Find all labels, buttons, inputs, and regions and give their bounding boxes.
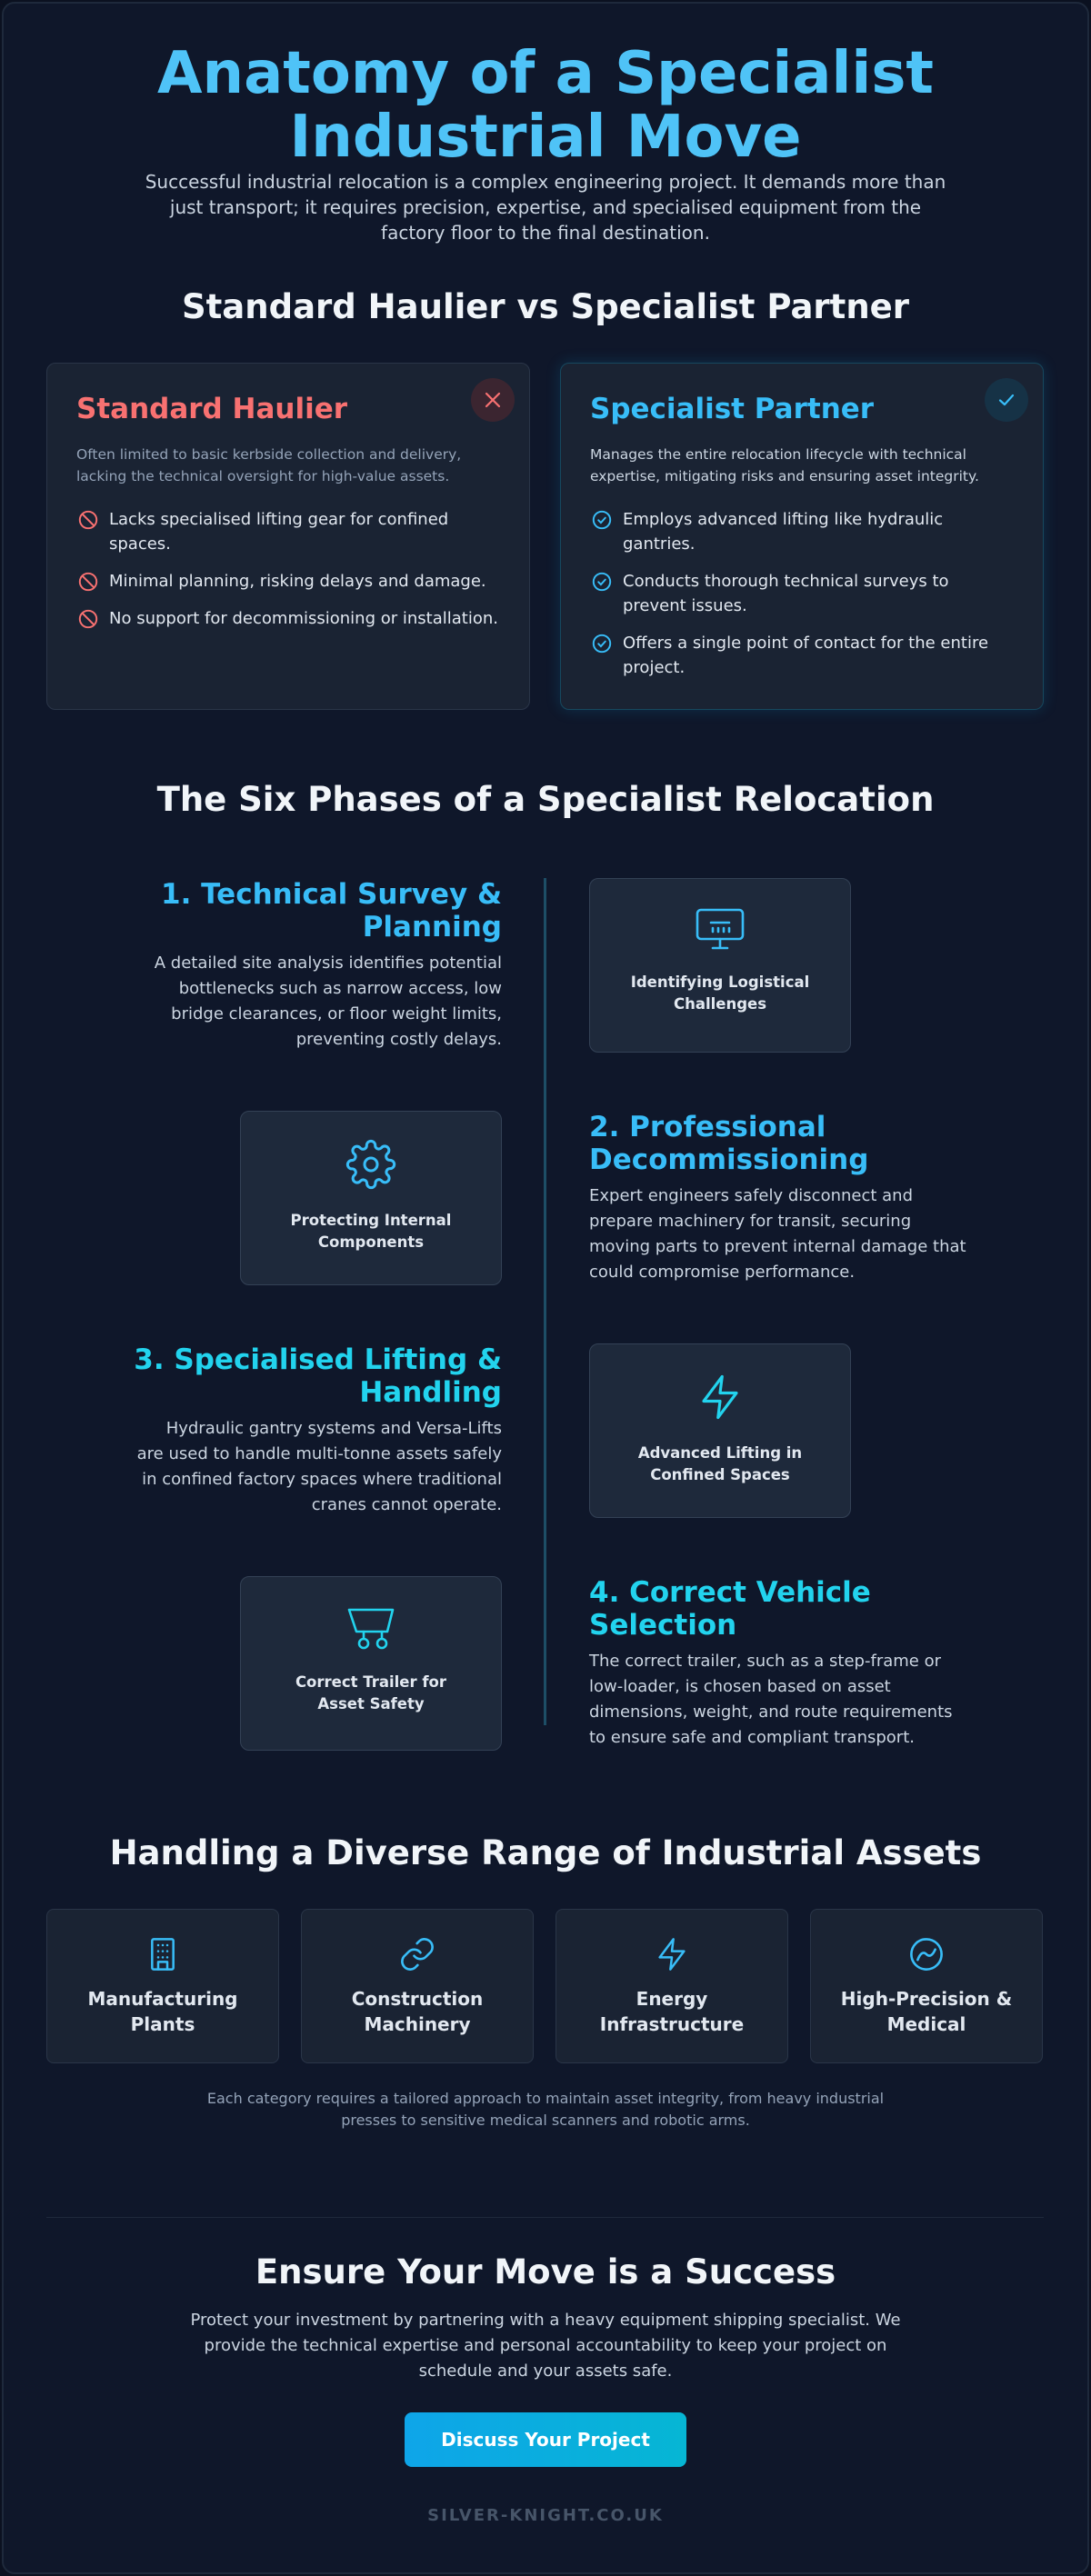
ban-icon [78, 609, 98, 629]
check-circle-icon [592, 634, 612, 654]
discuss-project-button[interactable]: Discuss Your Project [405, 2412, 686, 2467]
section-divider [46, 2217, 1044, 2218]
list-item: Employs advanced lifting like hydraulic … [590, 507, 1014, 556]
phase-2-text: Expert engineers safely disconnect and p… [589, 1186, 966, 1282]
phase-1-text: A detailed site analysis identifies pote… [154, 954, 502, 1049]
phase-3-card: Advanced Lifting in Confined Spaces [589, 1343, 851, 1518]
asset-label: Construction Machinery [351, 1988, 484, 2035]
link-icon [401, 1938, 434, 1971]
assets-note: Each category requires a tailored approa… [206, 2090, 885, 2129]
check-circle-icon [592, 510, 612, 530]
cta-heading: Ensure Your Move is a Success [255, 2252, 836, 2291]
title-line-2: Industrial Move [289, 104, 802, 171]
intro-paragraph: Successful industrial relocation is a co… [145, 171, 946, 244]
asset-high-precision-medical: High-Precision & Medical [810, 1909, 1043, 2063]
gauge-icon [910, 1938, 943, 1971]
lightning-icon [702, 1374, 738, 1420]
assets-heading: Handling a Diverse Range of Industrial A… [109, 1833, 982, 1872]
comparison-heading: Standard Haulier vs Specialist Partner [181, 287, 910, 326]
check-icon [985, 378, 1028, 422]
phase-4-card: Correct Trailer for Asset Safety [240, 1576, 502, 1751]
specialist-partner-title: Specialist Partner [590, 393, 875, 425]
list-item: Lacks specialised lifting gear for confi… [76, 507, 500, 556]
asset-label: Energy Infrastructure [599, 1988, 745, 2035]
asset-construction-machinery: Construction Machinery [301, 1909, 534, 2063]
list-item: No support for decommissioning or instal… [76, 606, 500, 631]
phases-heading: The Six Phases of a Specialist Relocatio… [156, 780, 935, 819]
page-title: Anatomy of a Specialist Industrial Move [0, 42, 1091, 169]
phase-4-text: The correct trailer, such as a step-fram… [589, 1652, 953, 1747]
footer-site[interactable]: SILVER-KNIGHT.CO.UK [427, 2506, 664, 2525]
list-item: Offers a single point of contact for the… [590, 631, 1014, 680]
specialist-partner-description: Manages the entire relocation lifecycle … [590, 446, 979, 484]
phase-1-title: 1. Technical Survey & Planning [161, 878, 502, 944]
timeline-line [544, 878, 546, 1725]
survey-monitor-icon [696, 908, 745, 950]
trailer-icon [347, 1608, 395, 1650]
list-item: Conducts thorough technical surveys to p… [590, 569, 1014, 618]
building-icon [151, 1938, 175, 1971]
lightning-icon [658, 1938, 686, 1971]
gear-icon [345, 1139, 396, 1190]
close-icon [471, 378, 515, 422]
ban-icon [78, 572, 98, 592]
phase-2-card-caption: Protecting Internal Components [290, 1212, 452, 1251]
phase-1-card: Identifying Logistical Challenges [589, 878, 851, 1053]
ban-icon [78, 510, 98, 530]
cta-text: Protect your investment by partnering wi… [190, 2311, 901, 2381]
list-item: Minimal planning, risking delays and dam… [76, 569, 500, 594]
phase-3-title: 3. Specialised Lifting & Handling [134, 1343, 502, 1409]
title-line-1: Anatomy of a Specialist [156, 40, 935, 107]
phase-4-title: 4. Correct Vehicle Selection [589, 1576, 871, 1642]
phase-2-card: Protecting Internal Components [240, 1111, 502, 1285]
asset-label: High-Precision & Medical [840, 1988, 1013, 2035]
phase-3-card-caption: Advanced Lifting in Confined Spaces [637, 1444, 803, 1483]
standard-haulier-description: Often limited to basic kerbside collecti… [76, 446, 462, 484]
asset-energy-infrastructure: Energy Infrastructure [556, 1909, 788, 2063]
phase-4-card-caption: Correct Trailer for Asset Safety [295, 1673, 447, 1712]
asset-manufacturing-plants: Manufacturing Plants [46, 1909, 279, 2063]
standard-haulier-card: Standard Haulier Often limited to basic … [46, 363, 530, 710]
asset-label: Manufacturing Plants [87, 1988, 238, 2035]
specialist-partner-card: Specialist Partner Manages the entire re… [560, 363, 1044, 710]
phase-1-card-caption: Identifying Logistical Challenges [630, 973, 810, 1013]
standard-haulier-title: Standard Haulier [76, 393, 348, 425]
check-circle-icon [592, 572, 612, 592]
phase-2-title: 2. Professional Decommissioning [589, 1111, 869, 1176]
phase-3-text: Hydraulic gantry systems and Versa-Lifts… [136, 1419, 502, 1514]
